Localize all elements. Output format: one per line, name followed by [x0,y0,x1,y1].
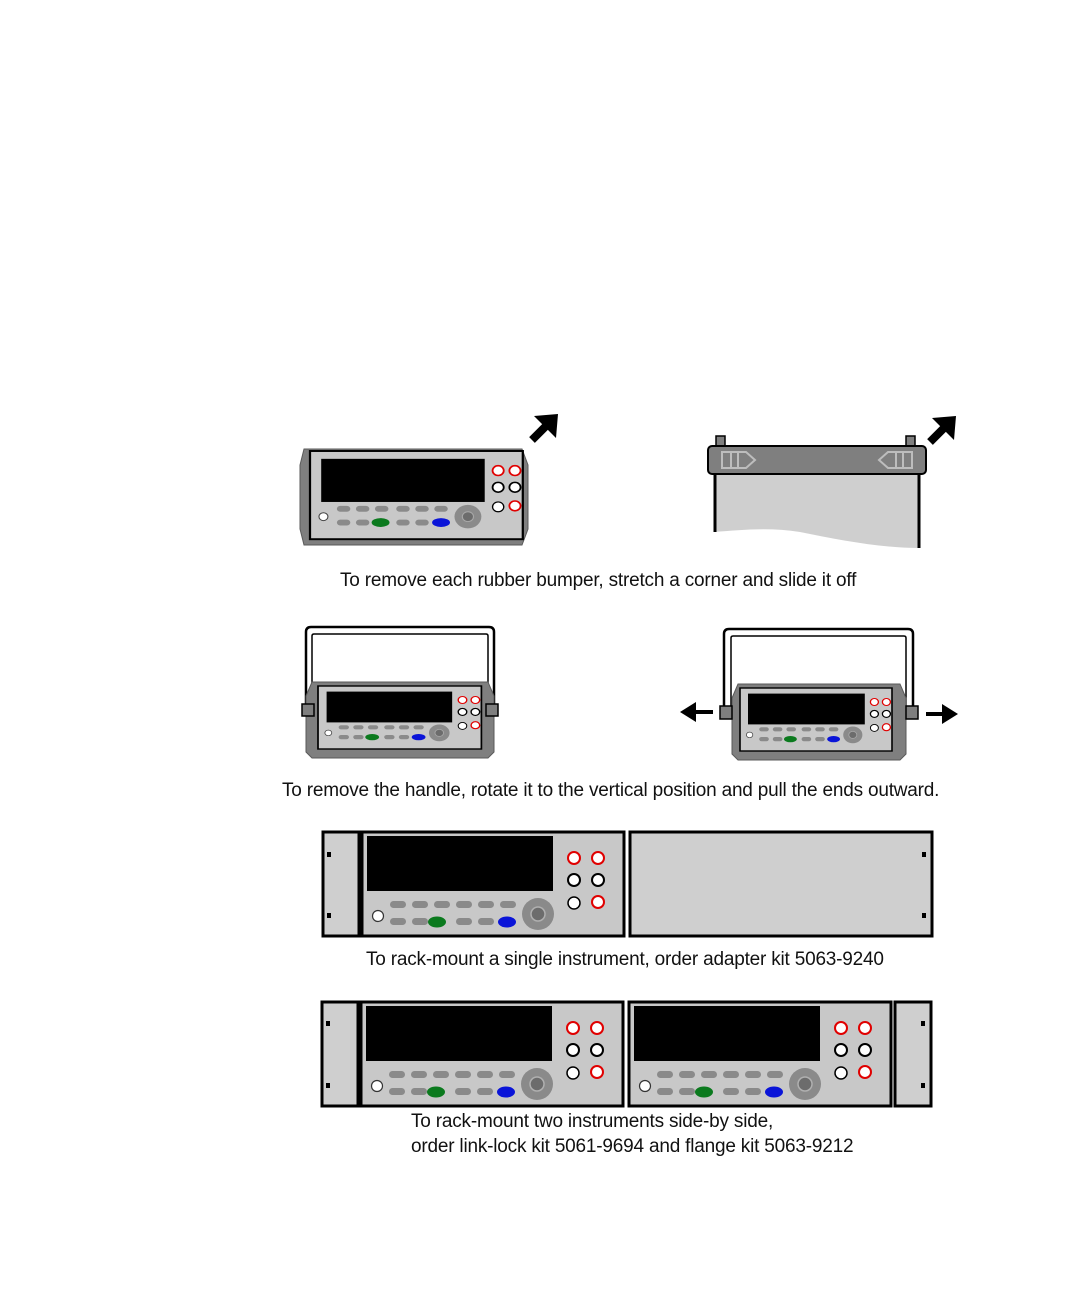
caption-dual-line-1: To rack-mount two instruments side-by si… [411,1111,774,1132]
arrow-up-right-icon [529,414,558,443]
caption-handle-removal: To remove the handle, rotate it to the v… [282,780,940,801]
caption-bumper-removal: To remove each rubber bumper, stretch a … [340,570,857,591]
bumper-side-view [707,435,927,548]
bumper-front-view [300,449,528,545]
caption-dual-rack-mount: To rack-mount two instruments side-by si… [411,1109,854,1159]
arrow-up-right-icon [927,416,956,445]
caption-single-rack-mount: To rack-mount a single instrument, order… [366,949,884,970]
rack-mount-dual [320,1000,933,1108]
handle-instrument-right [719,627,919,761]
arrow-right-icon [926,704,958,724]
arrow-left-icon [680,702,713,722]
caption-dual-line-2: order link-lock kit 5061-9694 and flange… [411,1136,854,1157]
handle-instrument-left [301,625,499,759]
rack-mount-single [321,830,934,938]
